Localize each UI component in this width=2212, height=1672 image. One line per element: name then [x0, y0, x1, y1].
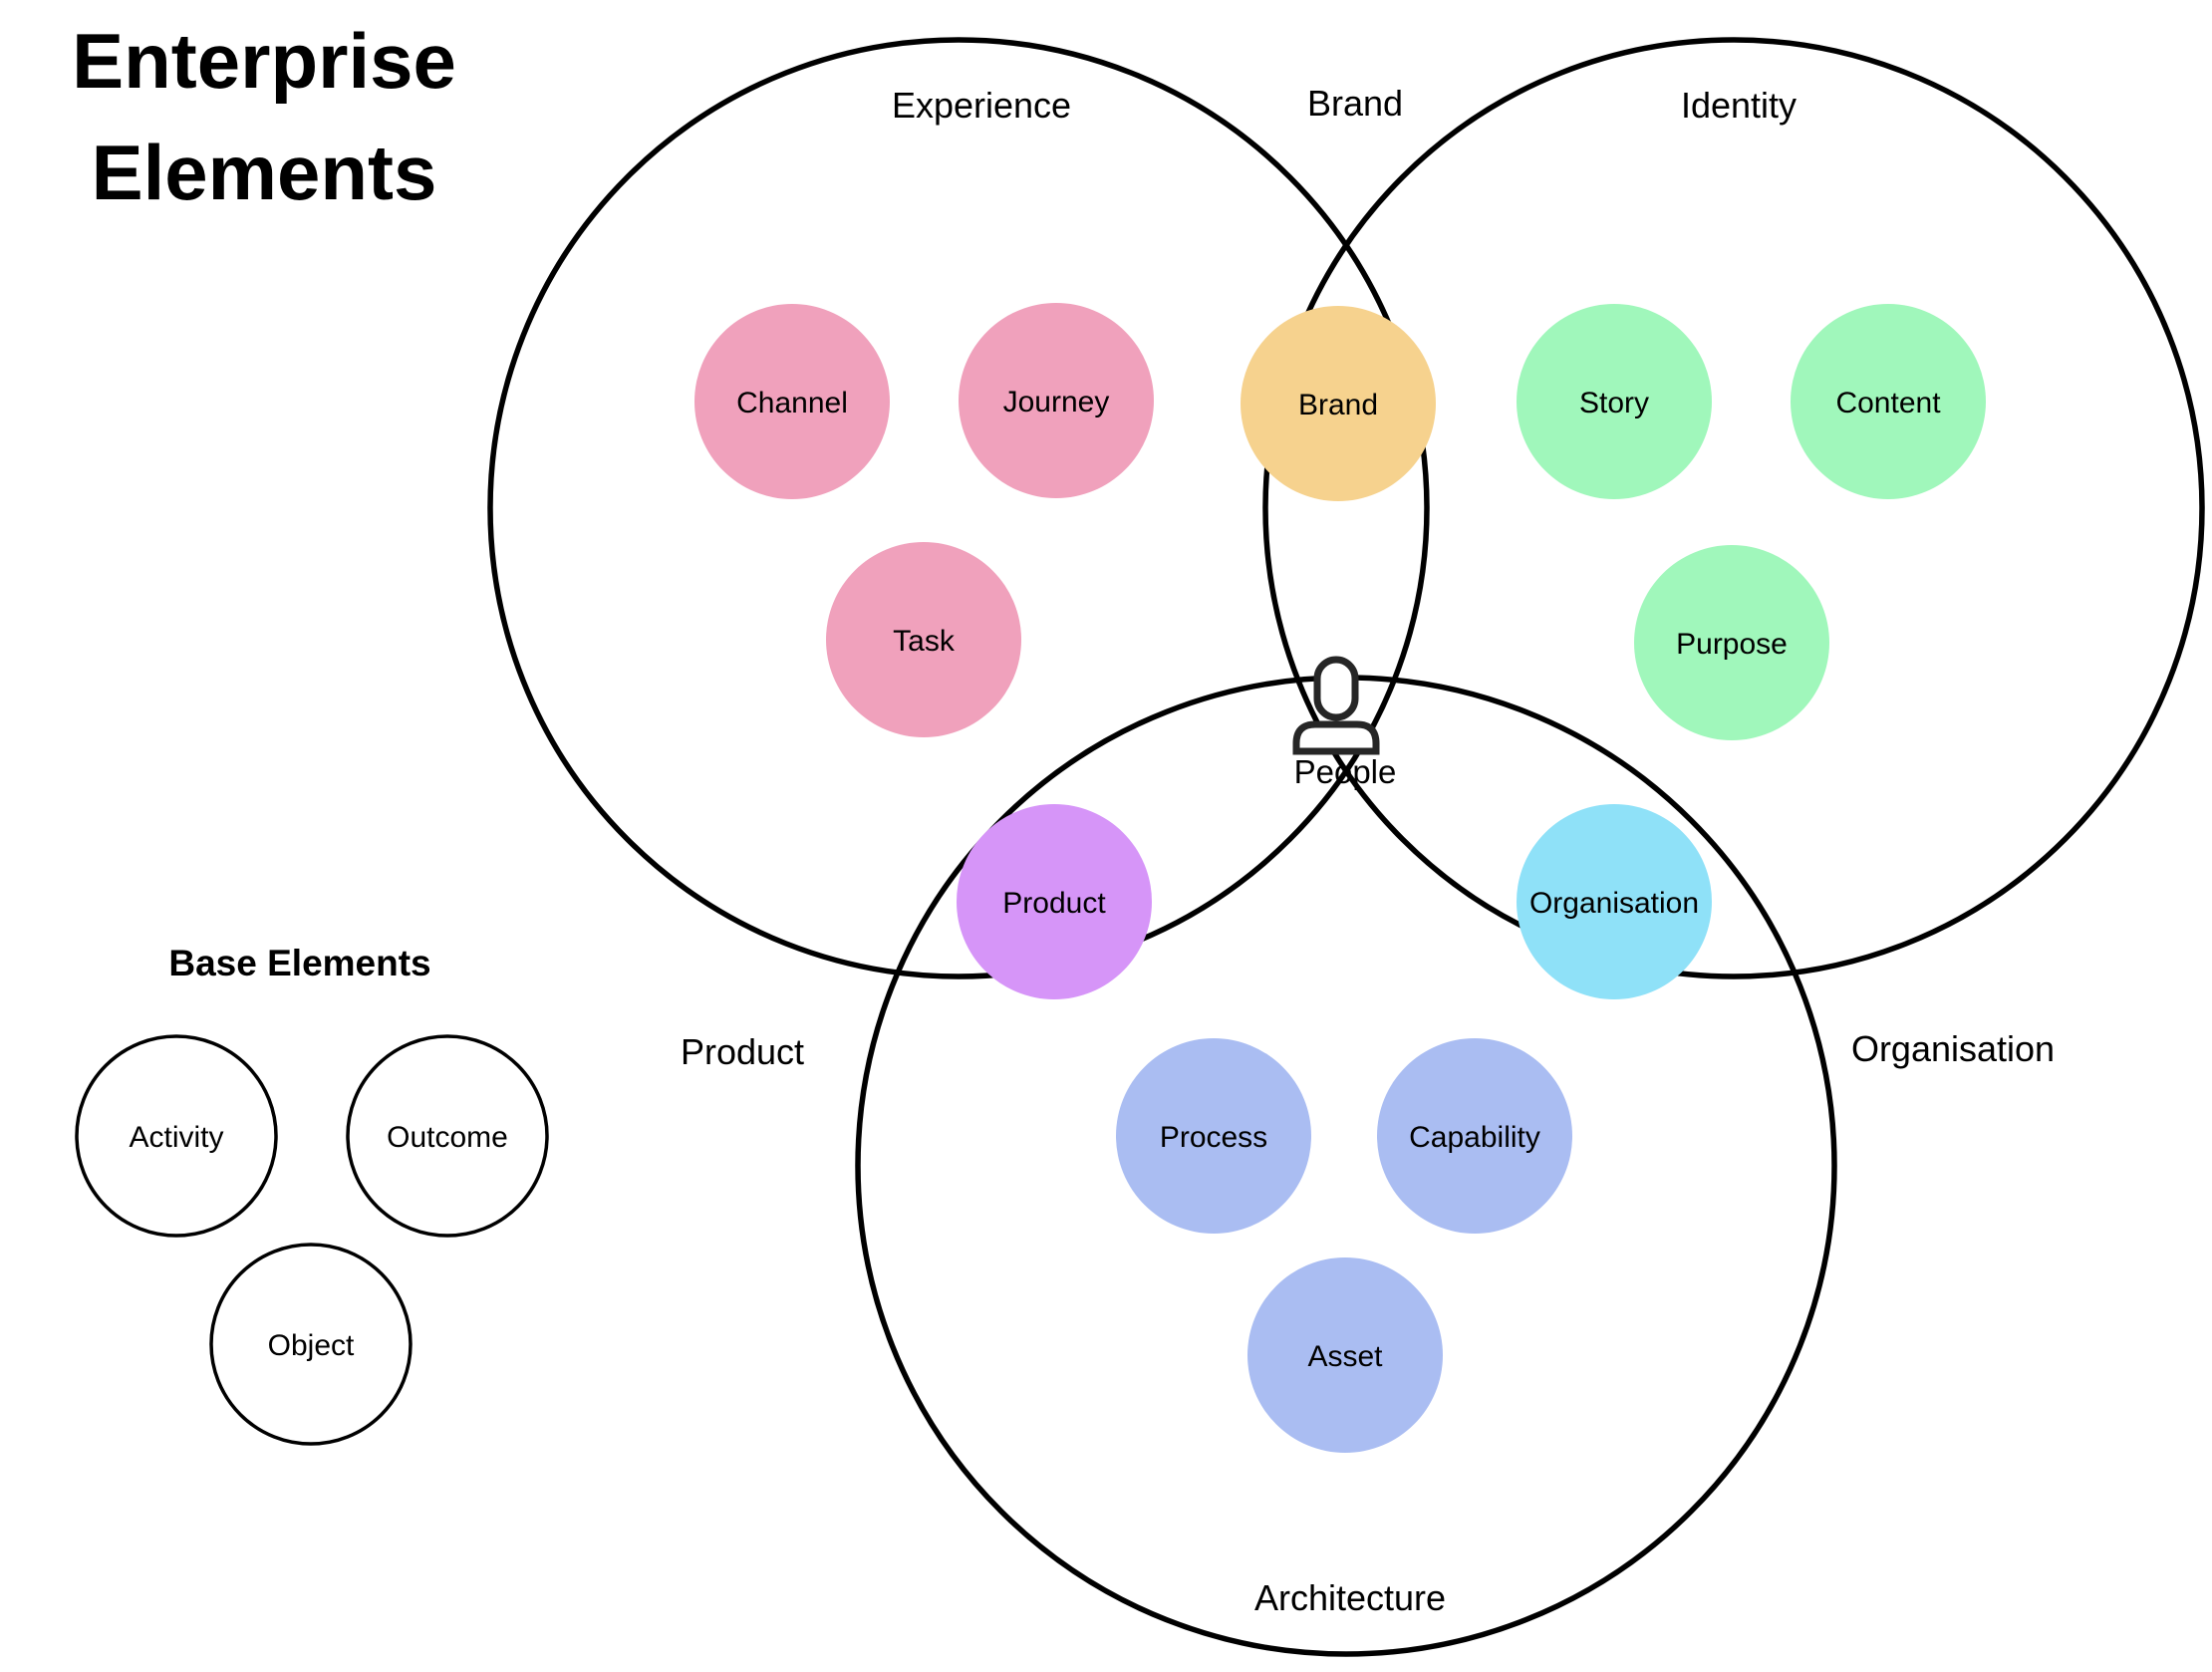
- element-capability: Capability: [1377, 1038, 1572, 1234]
- page-title-line2: Elements: [92, 129, 437, 216]
- region-label-organisation: Organisation: [1851, 1028, 2055, 1069]
- region-label-experience: Experience: [892, 85, 1071, 126]
- channel-label: Channel: [736, 387, 848, 419]
- task-circle: [826, 542, 1021, 737]
- element-task: Task: [826, 542, 1021, 737]
- organisation-label: Organisation: [1529, 887, 1699, 920]
- people-center: People: [1292, 656, 1397, 790]
- region-label-product: Product: [681, 1031, 804, 1072]
- region-label-architecture: Architecture: [1254, 1577, 1446, 1618]
- person-icon: [1292, 656, 1380, 755]
- base-element-object: Object: [209, 1243, 413, 1446]
- element-brand: Brand: [1241, 306, 1436, 501]
- outcome-label: Outcome: [387, 1121, 508, 1154]
- asset-label: Asset: [1307, 1340, 1383, 1373]
- base-elements-legend: Base Elements Activity Outcome Object: [75, 943, 549, 1446]
- brand-circle: [1241, 306, 1436, 501]
- story-label: Story: [1579, 387, 1649, 419]
- element-product: Product: [957, 804, 1152, 999]
- region-label-brand: Brand: [1307, 83, 1403, 124]
- element-content: Content: [1791, 304, 1986, 499]
- activity-label: Activity: [129, 1121, 223, 1154]
- journey-circle: [959, 303, 1154, 498]
- activity-circle: [75, 1034, 278, 1238]
- outcome-circle: [346, 1034, 549, 1238]
- element-purpose: Purpose: [1634, 545, 1829, 740]
- base-elements-title: Base Elements: [168, 943, 430, 983]
- object-label: Object: [268, 1329, 355, 1362]
- brand-label: Brand: [1298, 389, 1378, 421]
- task-label: Task: [893, 625, 956, 658]
- content-circle: [1791, 304, 1986, 499]
- journey-label: Journey: [1003, 386, 1110, 418]
- element-story: Story: [1517, 304, 1712, 499]
- person-icon-head: [1313, 656, 1359, 721]
- content-label: Content: [1835, 387, 1941, 419]
- identity-venn-circle: [1262, 37, 2205, 979]
- product-circle: [957, 804, 1152, 999]
- organisation-circle: [1517, 804, 1712, 999]
- base-element-activity: Activity: [75, 1034, 278, 1238]
- page-title-line1: Enterprise: [72, 17, 456, 105]
- experience-venn-circle: [487, 37, 1430, 979]
- page-title: Enterprise Elements: [72, 17, 456, 216]
- element-asset: Asset: [1247, 1257, 1443, 1453]
- story-circle: [1517, 304, 1712, 499]
- capability-label: Capability: [1409, 1121, 1540, 1154]
- base-element-outcome: Outcome: [346, 1034, 549, 1238]
- capability-circle: [1377, 1038, 1572, 1234]
- asset-circle: [1247, 1257, 1443, 1453]
- region-label-identity: Identity: [1681, 85, 1797, 126]
- person-icon-shoulders: [1292, 720, 1380, 755]
- object-circle: [209, 1243, 413, 1446]
- element-organisation: Organisation: [1517, 804, 1712, 999]
- purpose-label: Purpose: [1676, 628, 1788, 661]
- element-channel: Channel: [694, 304, 890, 499]
- purpose-circle: [1634, 545, 1829, 740]
- process-label: Process: [1160, 1121, 1267, 1154]
- people-label: People: [1294, 753, 1397, 790]
- product-label: Product: [1002, 887, 1106, 920]
- channel-circle: [694, 304, 890, 499]
- element-process: Process: [1116, 1038, 1311, 1234]
- process-circle: [1116, 1038, 1311, 1234]
- element-journey: Journey: [959, 303, 1154, 498]
